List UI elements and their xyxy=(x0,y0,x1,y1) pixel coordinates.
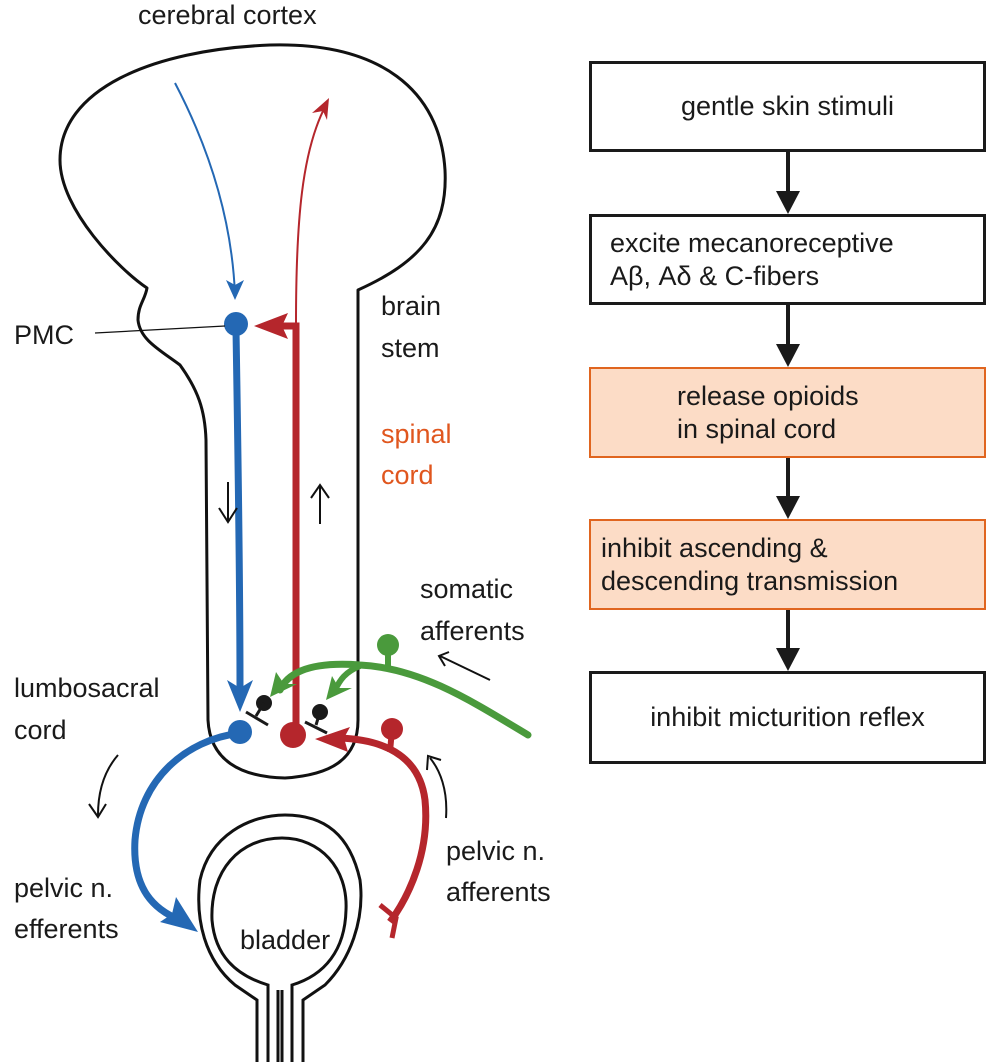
flow-arrow-2 xyxy=(776,305,800,367)
flow-step-text: inhibit micturition reflex xyxy=(650,702,925,732)
somatic-afferent-line xyxy=(276,660,532,739)
flow-step-text: in spinal cord xyxy=(677,413,837,444)
label-pelvic-efferents-2: efferents xyxy=(14,914,119,944)
ascending-to-cortex-arrow xyxy=(295,104,327,324)
label-pelvic-afferents-2: afferents xyxy=(446,877,551,907)
label-bladder: bladder xyxy=(240,925,330,955)
somatic-arrowhead-right xyxy=(326,676,352,700)
label-pelvic-afferents-1: pelvic n. xyxy=(446,836,545,866)
pelvic-efferent-line xyxy=(131,729,241,924)
afferent-direction-arrow xyxy=(426,754,448,819)
label-spinal-cord-1: spinal xyxy=(381,419,452,449)
flow-step-text: descending transmission xyxy=(601,565,899,596)
flow-step-inhibit-micturition: inhibit micturition reflex xyxy=(589,671,986,764)
label-somatic-afferents-2: afferents xyxy=(420,616,525,646)
label-brain-stem-2: stem xyxy=(381,333,440,363)
somatic-afferent-branch xyxy=(332,663,362,692)
pelvic-efferent-arrowhead xyxy=(160,897,198,932)
flow-arrow-1 xyxy=(776,151,800,214)
efferent-direction-arrow xyxy=(88,754,119,819)
flow-step-text: Aβ, Aδ & C-fibers xyxy=(610,260,820,291)
ascending-to-pmc-arrowhead xyxy=(254,313,288,339)
bladder-inner-wall xyxy=(210,836,348,1062)
label-lumbosacral-2: cord xyxy=(14,715,67,745)
flow-arrow-3 xyxy=(776,458,800,519)
pelvic-afferent-arrowhead xyxy=(315,727,350,752)
ascending-to-cortex-arrowhead xyxy=(312,98,329,120)
flow-step-inhibit-transmission: inhibit ascending & descending transmiss… xyxy=(589,519,986,610)
pelvic-afferent-line xyxy=(339,734,430,925)
pmc-neuron xyxy=(224,312,248,336)
label-somatic-afferents-1: somatic xyxy=(420,574,513,604)
flow-step-text: excite mecanoreceptive xyxy=(610,227,894,258)
label-pmc: PMC xyxy=(14,320,74,350)
inhibitory-interneuron-right xyxy=(304,704,328,735)
lumbosacral-efferent-neuron xyxy=(228,720,252,744)
pmc-label-leader xyxy=(94,325,226,334)
cns-outline xyxy=(58,43,447,780)
bladder-outer-wall xyxy=(197,813,363,1062)
down-direction-arrow xyxy=(218,482,238,524)
flow-step-text: gentle skin stimuli xyxy=(680,91,895,121)
label-brain-stem-1: brain xyxy=(381,291,441,321)
flow-step-text: release opioids xyxy=(677,380,859,411)
flow-step-gentle-skin-stimuli: gentle skin stimuli xyxy=(589,61,986,152)
somatic-arrowhead-left xyxy=(270,672,297,697)
flow-arrow-4 xyxy=(776,609,800,671)
lumbosacral-ascending-neuron xyxy=(280,722,306,748)
pelvic-afferent-ending xyxy=(378,903,399,939)
cortex-to-pmc-arrow xyxy=(174,82,236,296)
up-direction-arrow xyxy=(310,483,330,524)
cortex-to-pmc-arrowhead xyxy=(226,280,244,300)
descending-pathway-line xyxy=(232,329,244,691)
label-lumbosacral-1: lumbosacral xyxy=(14,673,160,703)
flow-step-text: inhibit ascending & xyxy=(601,532,828,563)
flow-step-excite-fibers: excite mecanoreceptive Aβ, Aδ & C-fibers xyxy=(589,214,986,305)
flow-step-release-opioids: release opioids in spinal cord xyxy=(589,367,986,458)
inhibitory-interneuron-left xyxy=(245,695,272,727)
label-cerebral-cortex: cerebral cortex xyxy=(138,0,317,30)
label-spinal-cord-2: cord xyxy=(381,460,434,490)
label-pelvic-efferents-1: pelvic n. xyxy=(14,873,113,903)
descending-pathway-arrowhead xyxy=(227,680,253,712)
somatic-direction-arrow xyxy=(437,651,491,681)
pelvic-afferent-ganglion-stem xyxy=(387,728,395,753)
